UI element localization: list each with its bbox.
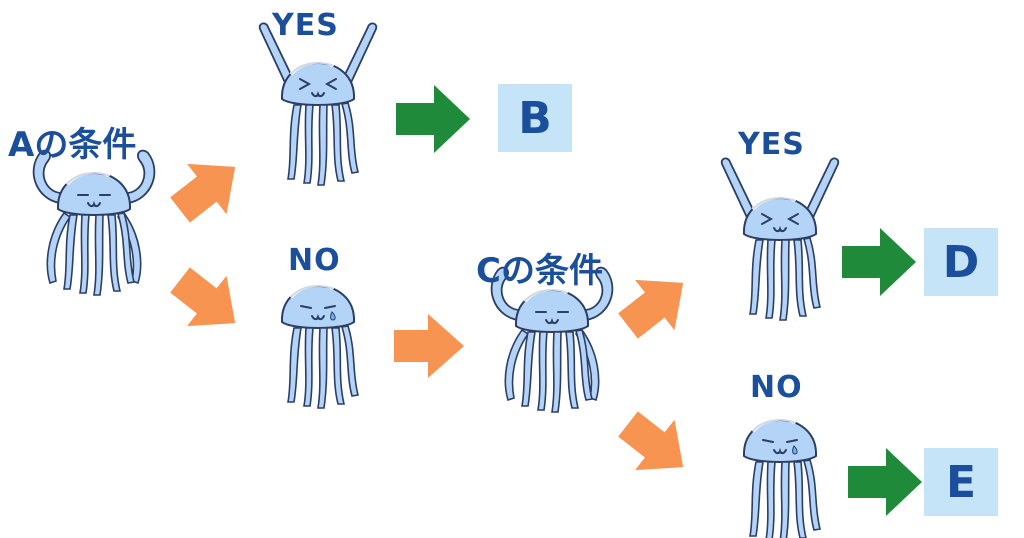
outcome-d-box: D: [924, 228, 998, 296]
condition-a-label: Aの条件: [8, 125, 137, 165]
jellyfish-thinking-icon: [34, 151, 155, 295]
green-arrow-icon: [842, 228, 916, 296]
green-arrow-icon: [396, 85, 470, 153]
green-arrow-icon: [848, 448, 922, 516]
orange-arrow-icon: [608, 398, 703, 493]
jellyfish-happy-icon: [722, 158, 839, 320]
orange-arrow-icon: [394, 314, 464, 378]
jellyfish-happy-icon: [260, 23, 377, 185]
answer-no-label: NO: [750, 370, 803, 405]
outcome-b-box: B: [498, 84, 572, 152]
orange-arrow-icon: [160, 254, 255, 349]
answer-no-label: NO: [288, 243, 341, 278]
jellyfish-sad-icon: [744, 419, 820, 538]
orange-arrow-icon: [608, 257, 703, 352]
jellyfish-sad-icon: [282, 285, 358, 408]
answer-yes-label: YES: [738, 127, 805, 162]
outcome-e-box: E: [924, 448, 998, 516]
orange-arrow-icon: [160, 141, 255, 236]
condition-c-label: Cの条件: [476, 251, 603, 291]
answer-yes-label: YES: [272, 8, 339, 43]
